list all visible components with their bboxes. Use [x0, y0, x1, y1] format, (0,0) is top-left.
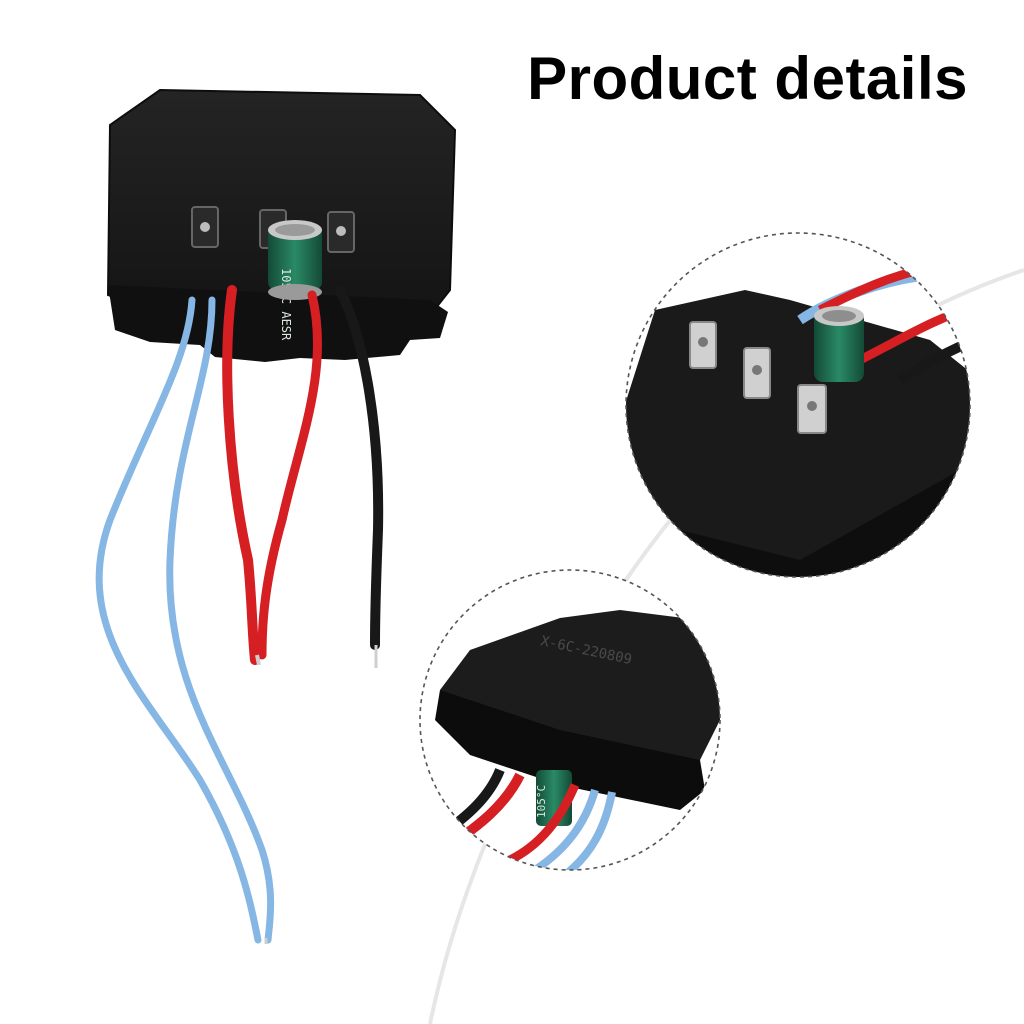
- wire-red-1: [222, 285, 260, 665]
- terminals-closeup-circle: [625, 232, 971, 578]
- wire-blue-2: [166, 296, 275, 944]
- capacitor-marking-bottom: 105°C: [535, 785, 548, 818]
- wires: [95, 285, 384, 944]
- capacitor: 105°C AESR: [268, 220, 322, 341]
- module-main-photo: 105°C AESR: [95, 88, 457, 944]
- wire-black: [335, 285, 384, 650]
- wire-blue-1: [95, 296, 262, 944]
- side-closeup-circle: X-6C-220809 105°C: [419, 569, 721, 871]
- terminal-left: [191, 206, 219, 248]
- wire-red-2: [257, 290, 322, 660]
- page-title: Product details: [527, 45, 968, 112]
- capacitor-marking: 105°C AESR: [279, 268, 293, 341]
- terminal-right: [327, 211, 355, 253]
